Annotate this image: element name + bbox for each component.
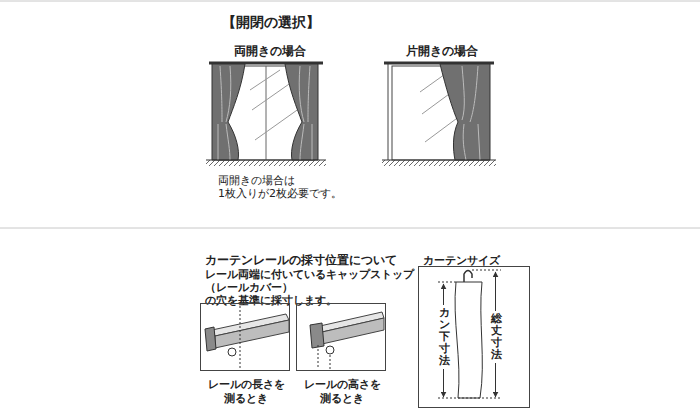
note-label: カーテンレールの採寸位置について bbox=[205, 253, 397, 267]
measure-line bbox=[240, 306, 241, 369]
label-holder: カーテンレールの採寸位置について bbox=[205, 249, 397, 268]
rail-caption: レールの長さを 測るとき bbox=[208, 378, 285, 406]
section-rule bbox=[0, 228, 700, 229]
measure-line bbox=[318, 345, 319, 369]
rail-frame: レールの高さを 測るとき bbox=[296, 303, 386, 371]
single-curtain-figure bbox=[382, 63, 496, 166]
floor-hatch bbox=[382, 160, 496, 166]
hook bbox=[464, 271, 472, 283]
cap-stop bbox=[310, 323, 324, 348]
text-holder: レールの高さを 測るとき bbox=[291, 378, 393, 406]
note-label: 片開きの場合 bbox=[406, 44, 478, 58]
note-label: 両開きの場合は 1枚入りが2枚必要です。 bbox=[218, 174, 342, 200]
extension-line bbox=[438, 282, 456, 283]
note-label: 両開きの場合 bbox=[234, 44, 306, 58]
left-drape bbox=[212, 64, 245, 160]
extension-line bbox=[472, 270, 501, 271]
rail-height-figure bbox=[310, 312, 384, 369]
drape-folds bbox=[462, 66, 480, 160]
diagram-title: 【開閉の選択】 bbox=[222, 14, 320, 31]
text-holder: レールの長さを 測るとき bbox=[195, 378, 297, 406]
extension-line bbox=[438, 398, 501, 399]
curtain-size-figure bbox=[438, 270, 501, 398]
drape-folds bbox=[299, 66, 312, 160]
curtain-panel bbox=[455, 282, 482, 398]
runner bbox=[228, 348, 236, 356]
dimension-label: 総丈寸法 bbox=[491, 311, 502, 363]
dimension-label: カン下寸法 bbox=[439, 305, 450, 369]
note-label: レール両端に付いているキャップストップ （レールカバー）の穴を基準に採寸します。 bbox=[205, 268, 414, 308]
label-holder: 両開きの場合 bbox=[234, 40, 306, 59]
text-holder: カン下寸法 bbox=[439, 305, 450, 369]
text-holder: カーテンサイズ bbox=[423, 249, 500, 268]
text-holder: 総丈寸法 bbox=[491, 311, 502, 363]
label-holder: 両開きの場合は 1枚入りが2枚必要です。 bbox=[218, 174, 342, 201]
floor-hatch bbox=[206, 160, 326, 166]
frame-heading: カーテンサイズ bbox=[423, 254, 500, 268]
cap-stop bbox=[205, 327, 216, 351]
top-rule bbox=[0, 1, 700, 2]
right-drape bbox=[285, 64, 318, 160]
label-holder: 片開きの場合 bbox=[406, 40, 478, 59]
rail-frame: レールの長さを 測るとき bbox=[200, 303, 290, 371]
rail-front bbox=[215, 320, 289, 348]
measure-line bbox=[330, 355, 331, 369]
drape-folds bbox=[218, 66, 231, 160]
label-holder: 【開閉の選択】 bbox=[222, 12, 320, 31]
rail-caption: レールの高さを 測るとき bbox=[304, 378, 381, 406]
rail-front bbox=[322, 318, 384, 344]
size-frame: カーテンサイズカン下寸法総丈寸法 bbox=[418, 266, 530, 408]
runner bbox=[326, 346, 334, 354]
window-post bbox=[388, 64, 389, 160]
double-curtain-figure bbox=[206, 63, 326, 166]
single-drape bbox=[440, 64, 490, 160]
rail-length-figure bbox=[205, 306, 289, 369]
